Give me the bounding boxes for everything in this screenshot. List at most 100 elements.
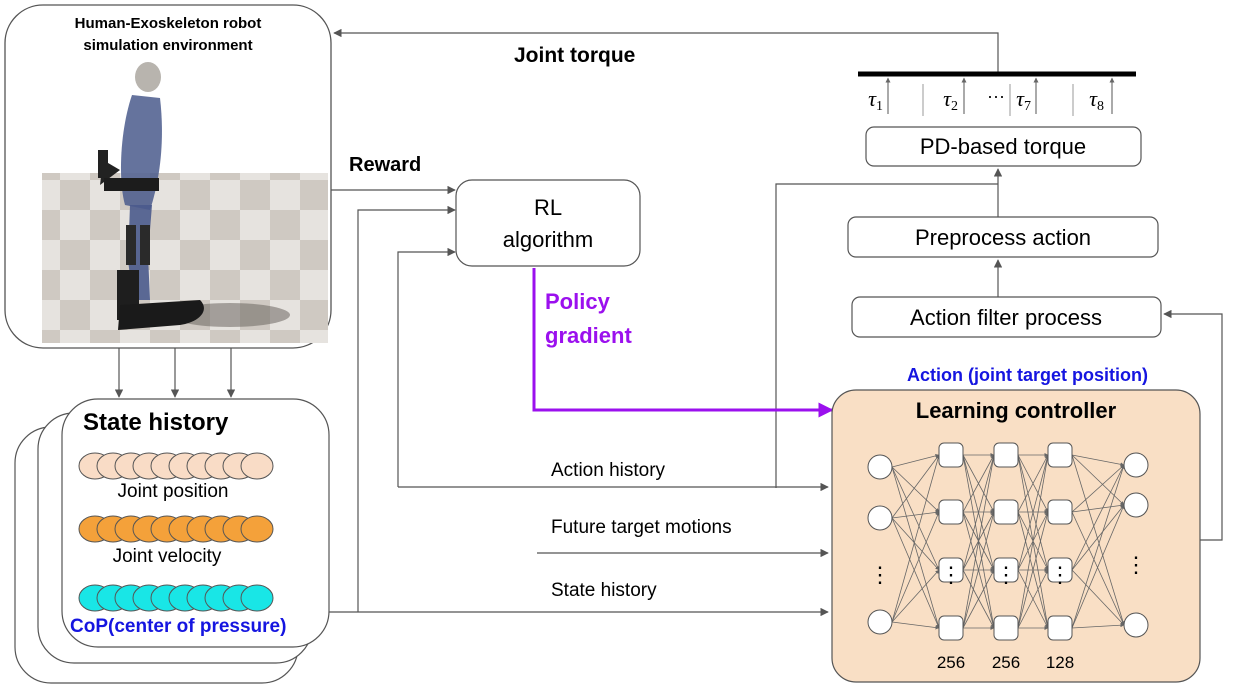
nn-edge	[1071, 623, 1125, 629]
sim-title-line1: Human-Exoskeleton robot	[75, 15, 262, 32]
cop-circles	[78, 584, 274, 612]
nn-node	[1123, 612, 1149, 638]
action-history-to-pd-arrow	[775, 183, 998, 488]
layer-size-3: 128	[1046, 653, 1074, 672]
nn-edge	[1071, 503, 1125, 513]
nn-ellipsis: ⋮	[940, 562, 962, 587]
nn-edge	[1071, 454, 1125, 626]
joint-position-circles	[78, 452, 274, 480]
state-to-rl-arrow	[357, 205, 456, 612]
joint-position-circle	[240, 452, 274, 480]
nn-edge	[891, 511, 940, 623]
simulation-render-image	[42, 62, 328, 343]
rl-algorithm-box: RL algorithm	[455, 179, 641, 267]
nn-node	[867, 609, 893, 635]
nn-edge	[891, 621, 940, 630]
nn-ellipsis: ⋮	[1049, 562, 1071, 587]
action-history-to-rl-arrow	[397, 247, 456, 487]
nn-edge	[1017, 569, 1049, 629]
nn-edge	[891, 466, 940, 629]
joint-torque-label: Joint torque	[514, 44, 635, 67]
nn-node	[1123, 452, 1149, 478]
nn-edge	[1017, 454, 1050, 629]
nn-ellipsis: ⋮	[1125, 552, 1147, 577]
joint-velocity-circle	[240, 515, 274, 543]
layer-size-2: 256	[992, 653, 1020, 672]
nn-node	[938, 499, 964, 525]
skull-icon	[135, 62, 161, 92]
nn-node	[867, 454, 893, 480]
pd-torque-box: PD-based torque	[865, 126, 1142, 167]
nn-node	[993, 557, 1019, 583]
action-label: Action (joint target position)	[907, 365, 1148, 385]
nn-edge	[962, 454, 996, 629]
nn-node	[993, 499, 1019, 525]
tau-2: τ2	[943, 86, 958, 114]
nn-edge	[891, 466, 940, 513]
nn-node	[1047, 442, 1073, 468]
nn-node	[993, 442, 1019, 468]
preprocess-label: Preprocess action	[915, 225, 1091, 250]
policy-label-line2: gradient	[545, 323, 632, 348]
nn-ellipsis: ⋮	[869, 562, 891, 587]
layer-size-1: 256	[937, 653, 965, 672]
nn-node	[1123, 492, 1149, 518]
nn-edge	[962, 569, 995, 629]
reward-label: Reward	[349, 154, 421, 176]
rl-label-line2: algorithm	[503, 227, 593, 252]
action-filter-box: Action filter process	[851, 296, 1162, 338]
tau-dots: ···	[987, 86, 1005, 106]
state-history-arrow-label: State history	[551, 580, 657, 601]
nn-edge	[891, 454, 940, 519]
nn-edge	[891, 510, 940, 519]
nn-edge	[1071, 511, 1125, 626]
tau-7: τ7	[1016, 86, 1031, 114]
nn-edge	[1071, 454, 1125, 467]
action-filter-label: Action filter process	[910, 305, 1102, 330]
action-history-label: Action history	[551, 460, 666, 481]
preprocess-box: Preprocess action	[847, 216, 1159, 258]
nn-edge	[1071, 569, 1125, 626]
nn-edge	[962, 454, 995, 571]
nn-edge	[891, 453, 940, 468]
joint-velocity-circles	[78, 515, 274, 543]
cop-label: CoP(center of pressure)	[70, 616, 286, 637]
joint-velocity-label: Joint velocity	[113, 546, 222, 567]
pd-torque-label: PD-based torque	[920, 134, 1086, 159]
nn-node	[938, 557, 964, 583]
action-output-arrow	[1163, 309, 1223, 541]
state-history-title: State history	[83, 409, 229, 436]
tau-8: τ8	[1089, 86, 1104, 114]
nn-node	[993, 615, 1019, 641]
learning-controller-panel: Learning controller ⋮ ⋮ ⋮ ⋮ ⋮ 256 256 128	[831, 389, 1201, 683]
policy-label-line1: Policy	[545, 289, 611, 314]
nn-edge	[891, 517, 940, 629]
nn-edge	[1017, 511, 1050, 629]
future-target-label: Future target motions	[551, 517, 732, 538]
rl-label-line1: RL	[534, 195, 562, 220]
nn-edge	[891, 454, 940, 623]
nn-node	[938, 442, 964, 468]
joint-position-label: Joint position	[118, 481, 229, 502]
nn-edge	[891, 466, 940, 571]
simulation-environment-panel: Human-Exoskeleton robot simulation envir…	[4, 4, 332, 349]
policy-gradient-arrow	[532, 268, 834, 418]
nn-edge	[1071, 464, 1125, 629]
neural-network: ⋮ ⋮ ⋮ ⋮ ⋮	[867, 442, 1149, 641]
torque-bar: τ1 τ2 ··· τ7 τ8	[858, 71, 1136, 116]
learning-controller-title: Learning controller	[916, 398, 1117, 423]
nn-edge	[1071, 464, 1125, 571]
nn-edge	[1071, 464, 1125, 513]
nn-edge	[1017, 454, 1050, 571]
cop-circle	[240, 584, 274, 612]
nn-edge	[891, 569, 940, 623]
sim-title-line2: simulation environment	[83, 37, 252, 54]
nn-node	[867, 505, 893, 531]
nn-edge	[962, 511, 996, 629]
nn-edge	[891, 517, 940, 571]
nn-node	[1047, 499, 1073, 525]
joint-torque-arrow	[333, 28, 999, 73]
nn-ellipsis: ⋮	[995, 562, 1017, 587]
nn-edge	[1017, 454, 1049, 513]
